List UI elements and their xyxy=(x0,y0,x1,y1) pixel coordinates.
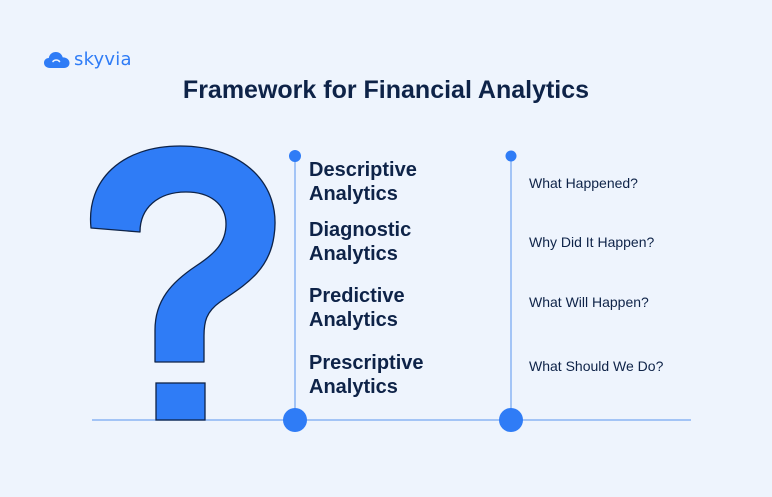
timeline-left-bottom-dot xyxy=(283,408,307,432)
question-what-happened: What Happened? xyxy=(529,175,638,191)
term-prescriptive: Prescriptive Analytics xyxy=(309,351,424,399)
term-predictive: Predictive Analytics xyxy=(309,284,405,332)
question-what-will-happen: What Will Happen? xyxy=(529,294,649,310)
term-line-2: Analytics xyxy=(309,183,398,205)
question-what-should-we-do: What Should We Do? xyxy=(529,358,664,374)
term-line-2: Analytics xyxy=(309,309,398,331)
brand-logo[interactable]: skyvia xyxy=(44,49,132,70)
brand-name: skyvia xyxy=(74,49,132,70)
term-diagnostic: Diagnostic Analytics xyxy=(309,218,411,266)
term-line-2: Analytics xyxy=(309,376,398,398)
term-line-1: Diagnostic xyxy=(309,219,412,241)
timeline-right-top-dot xyxy=(505,150,517,162)
question-why-did-it-happen: Why Did It Happen? xyxy=(529,234,655,250)
page-title: Framework for Financial Analytics xyxy=(182,76,590,104)
term-line-1: Descriptive xyxy=(309,159,417,181)
term-line-2: Analytics xyxy=(309,243,398,265)
term-line-1: Predictive xyxy=(309,285,405,307)
cloud-icon xyxy=(44,51,70,68)
timeline-left-top-dot xyxy=(289,150,301,162)
term-line-1: Prescriptive xyxy=(309,352,424,374)
term-descriptive: Descriptive Analytics xyxy=(309,158,417,206)
question-mark-icon xyxy=(89,145,276,421)
timeline-right-bottom-dot xyxy=(499,408,523,432)
